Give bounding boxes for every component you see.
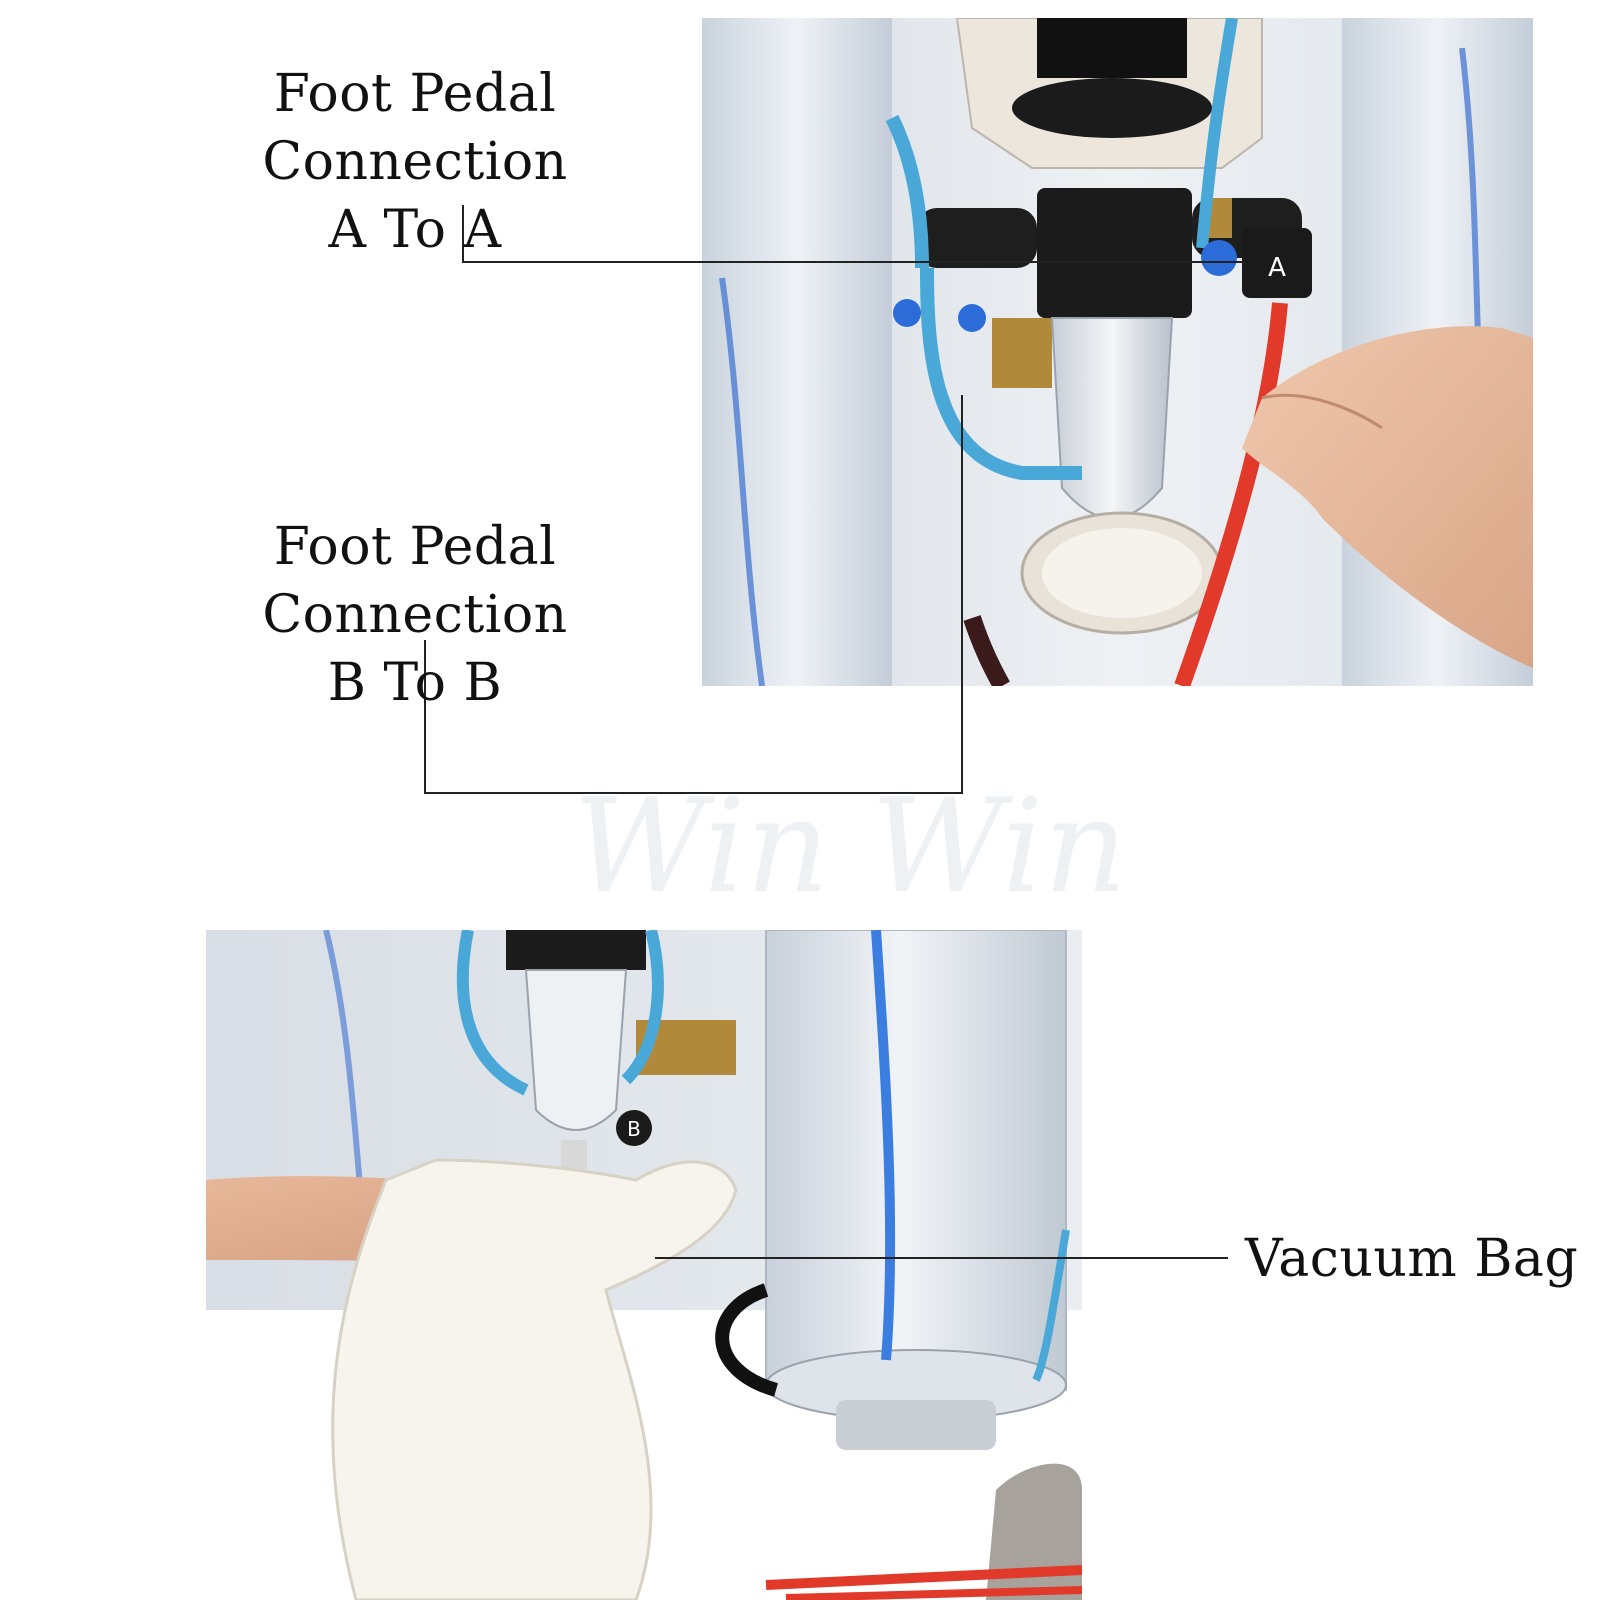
- fitting-b-label: B: [627, 1117, 641, 1141]
- filter-regulator-photo: A: [702, 18, 1533, 686]
- foot-pedal-a-line1: Foot Pedal Connection: [262, 64, 568, 192]
- filter-bowl: [1050, 317, 1174, 519]
- regulator-body: [1037, 188, 1192, 318]
- foot-pedal-b-line1: Foot Pedal Connection: [262, 517, 568, 645]
- blue-tube: [456, 930, 529, 1096]
- filter-bowl: [524, 969, 628, 1131]
- foot-pad: [986, 1463, 1082, 1600]
- foot-pedal-b-label: Foot Pedal Connection B To B: [120, 513, 710, 717]
- brass-nut: [992, 318, 1052, 388]
- regulator-knob: [1037, 18, 1187, 78]
- fitting-a-label: A: [1268, 253, 1286, 283]
- foot-pedal-a-line2: A To A: [328, 200, 502, 260]
- foot-pedal-b-line2: B To B: [327, 653, 503, 713]
- bottom-photo: B: [206, 930, 1082, 1600]
- red-tube: [1174, 302, 1288, 686]
- vacuum-canister-photo: B: [206, 930, 1082, 1600]
- fitting-a: [1242, 228, 1312, 298]
- top-photo: A: [702, 18, 1533, 686]
- vacuum-bag: [331, 1158, 738, 1600]
- watermark: Win Win: [572, 770, 1128, 922]
- vacuum-canister: [765, 930, 1067, 1391]
- hand: [1242, 326, 1533, 668]
- fitting-b: [616, 1110, 652, 1146]
- vacuum-bag-label: Vacuum Bag: [1245, 1229, 1579, 1289]
- foot-pedal-a-label: Foot Pedal Connection A To A: [120, 60, 710, 264]
